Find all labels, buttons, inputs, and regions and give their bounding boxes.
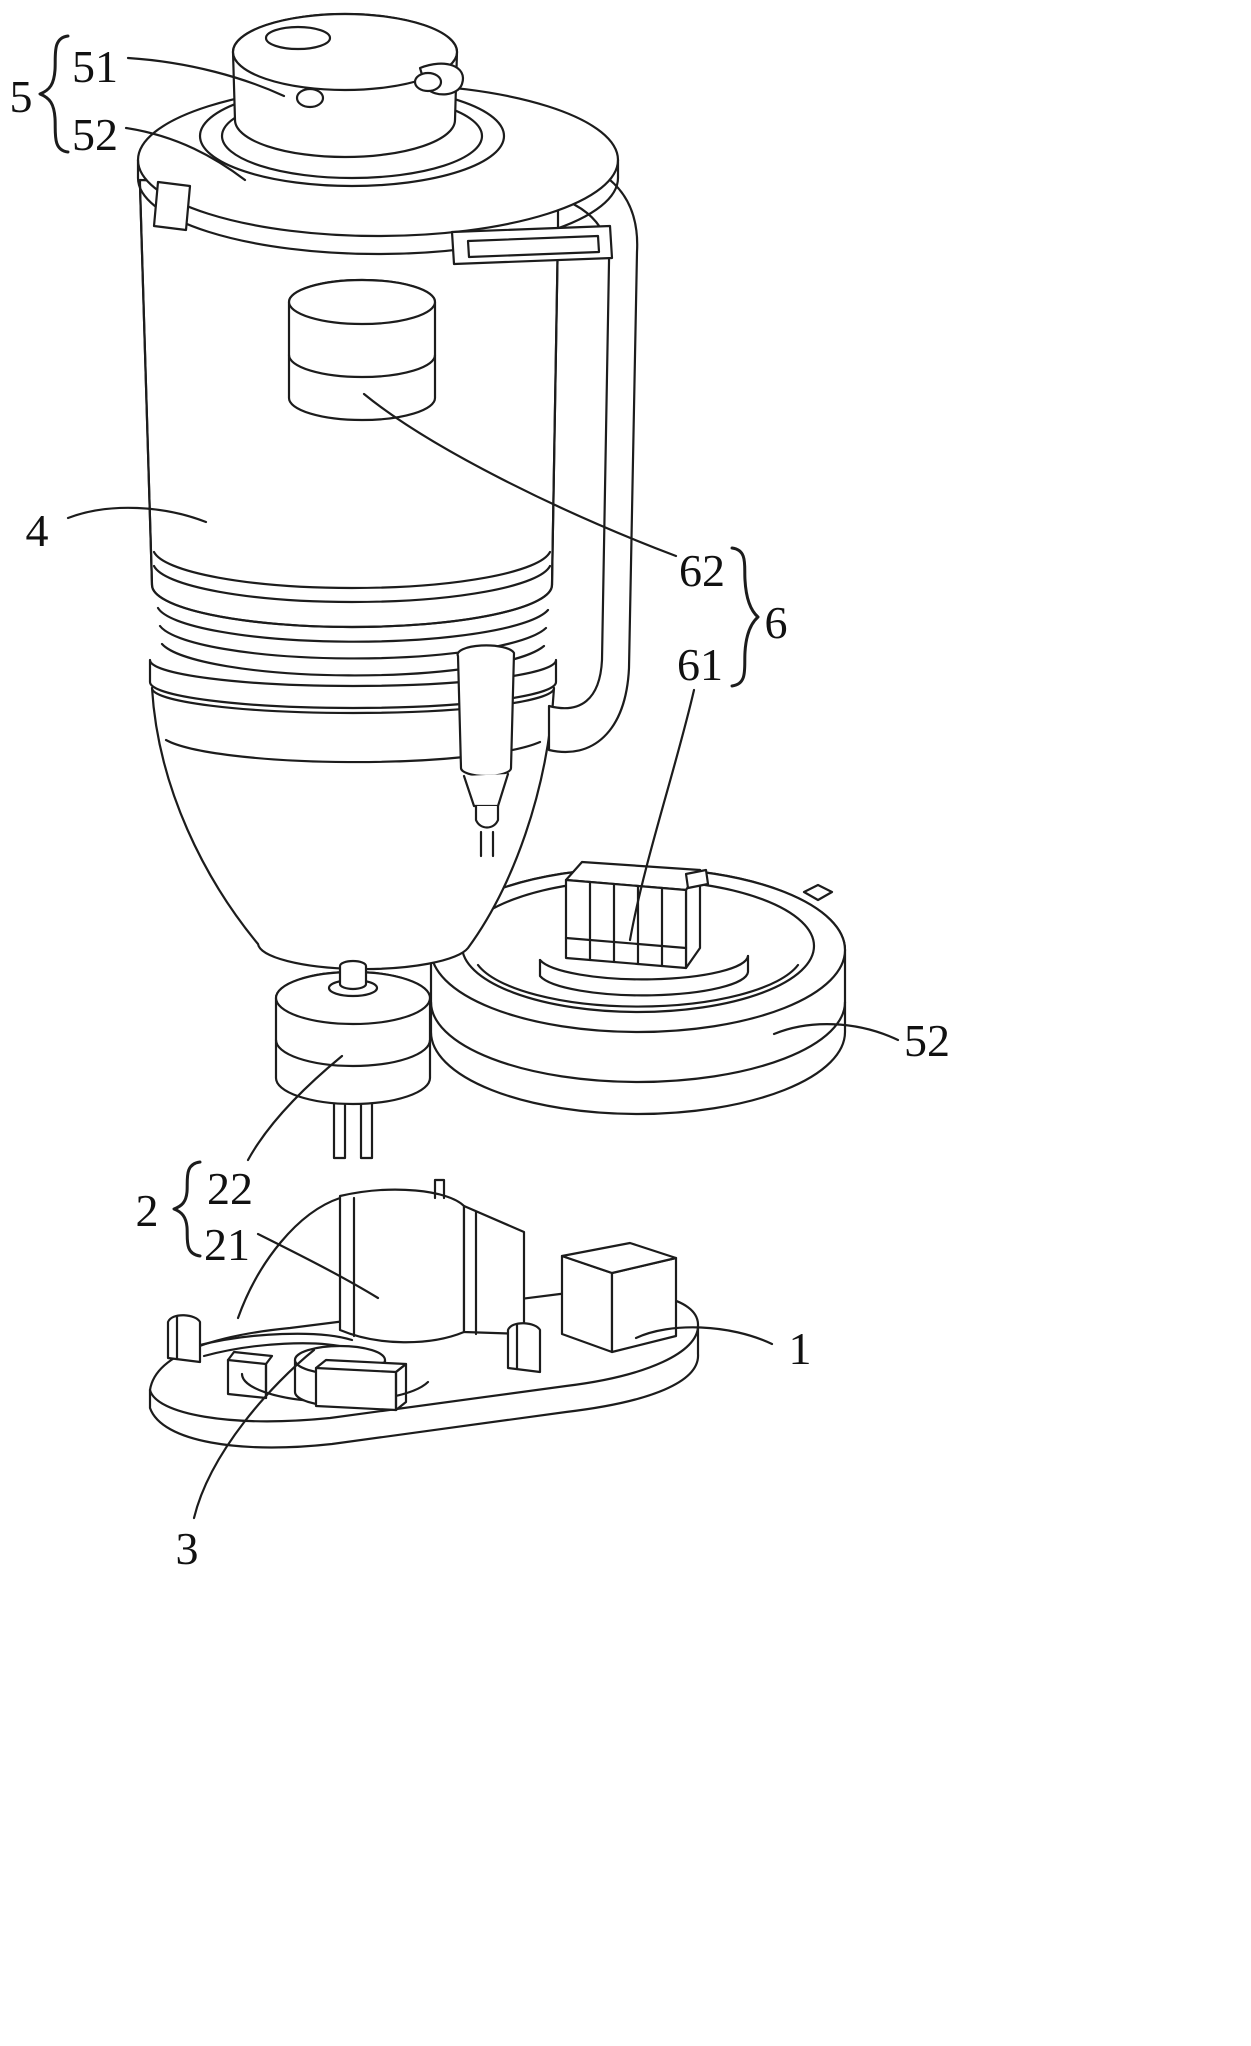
brace-group-2 bbox=[172, 1160, 202, 1258]
cap-tab-right bbox=[413, 71, 443, 93]
wall-pin bbox=[433, 1178, 446, 1200]
leader-21 bbox=[256, 1232, 380, 1300]
base-1 bbox=[148, 1178, 700, 1449]
wall-21-front bbox=[338, 1188, 466, 1344]
leader-62 bbox=[362, 392, 678, 558]
leader-lines bbox=[66, 56, 900, 1520]
jar-right-edge bbox=[550, 228, 560, 587]
label-21: 21 bbox=[204, 1219, 250, 1270]
label-4: 4 bbox=[26, 505, 49, 556]
wall-21-side bbox=[462, 1204, 526, 1336]
label-22: 22 bbox=[207, 1163, 253, 1214]
jar-bottom-edge bbox=[150, 583, 554, 629]
handle-bracket bbox=[450, 224, 614, 266]
label-51: 51 bbox=[72, 41, 118, 92]
mount-platform-top bbox=[538, 954, 750, 981]
spigot-body bbox=[456, 644, 516, 778]
housing-right-face bbox=[610, 1256, 678, 1354]
base-rim bbox=[148, 1324, 700, 1423]
label-52-top: 52 bbox=[72, 109, 118, 160]
collar-seam bbox=[429, 1000, 847, 1084]
neck-collar bbox=[148, 658, 558, 710]
neck-thread-1 bbox=[156, 606, 550, 643]
cap-top-detail bbox=[264, 25, 332, 51]
mount-3-box bbox=[314, 1358, 408, 1412]
leader-1 bbox=[634, 1326, 774, 1346]
coupling-pin-right bbox=[359, 1100, 374, 1160]
jar-band-2 bbox=[152, 564, 552, 604]
label-6: 6 bbox=[765, 597, 788, 648]
coupling-seam bbox=[274, 1038, 432, 1068]
collar-inner-floor bbox=[476, 963, 800, 1008]
jar-assembly bbox=[136, 12, 639, 971]
inner-cup-62-rim bbox=[287, 278, 437, 326]
cap-top bbox=[231, 12, 459, 92]
partition-sweep bbox=[236, 1196, 342, 1320]
lid-tab-left bbox=[152, 180, 192, 232]
spigot bbox=[456, 644, 516, 858]
blade-coupling-2 bbox=[274, 959, 432, 1160]
jar-left-edge bbox=[138, 184, 154, 587]
mount-3-box-edges bbox=[314, 1362, 408, 1412]
coupling-pin-left bbox=[332, 1100, 347, 1160]
mount-platform-side bbox=[538, 954, 750, 997]
cap-tab-left bbox=[295, 87, 325, 109]
block-left-edge bbox=[226, 1358, 268, 1400]
label-3: 3 bbox=[176, 1523, 199, 1574]
leader-52-right bbox=[772, 1023, 900, 1042]
inner-cup-62-seam bbox=[287, 353, 437, 379]
brace-group-5 bbox=[38, 34, 70, 154]
brace-group-6 bbox=[730, 546, 760, 688]
inner-mount-61 bbox=[538, 860, 750, 997]
housing-top-face bbox=[560, 1241, 678, 1275]
label-5: 5 bbox=[10, 71, 33, 122]
handle-bracket-slot bbox=[466, 234, 601, 259]
leader-22 bbox=[246, 1054, 344, 1162]
jar-band-1 bbox=[152, 550, 552, 590]
reference-labels: 5 51 52 4 62 6 61 52 2 22 21 1 3 bbox=[10, 41, 951, 1574]
label-1: 1 bbox=[789, 1323, 812, 1374]
mount-front-face bbox=[564, 878, 688, 970]
leader-3 bbox=[192, 1348, 316, 1520]
leader-51 bbox=[126, 56, 286, 98]
annotations: 5 51 52 4 62 6 61 52 2 22 21 1 3 bbox=[10, 34, 951, 1574]
spigot-nub bbox=[474, 804, 500, 829]
mount-step bbox=[684, 868, 710, 890]
leader-52-top bbox=[124, 126, 247, 182]
collar-ring-52 bbox=[429, 860, 847, 1116]
collar-notch-right bbox=[802, 883, 834, 902]
label-61: 61 bbox=[677, 639, 723, 690]
clip-right bbox=[506, 1322, 542, 1374]
label-52-right: 52 bbox=[904, 1015, 950, 1066]
coupling-hub bbox=[338, 959, 368, 991]
clip-left bbox=[166, 1314, 202, 1364]
leader-4 bbox=[66, 506, 208, 524]
neck-thread-2 bbox=[158, 624, 548, 660]
braces bbox=[38, 34, 760, 1258]
leader-61 bbox=[628, 688, 696, 942]
label-2: 2 bbox=[136, 1185, 159, 1236]
base-opening-edge-1 bbox=[194, 1332, 354, 1348]
mount-groove bbox=[564, 936, 688, 950]
label-62: 62 bbox=[679, 545, 725, 596]
